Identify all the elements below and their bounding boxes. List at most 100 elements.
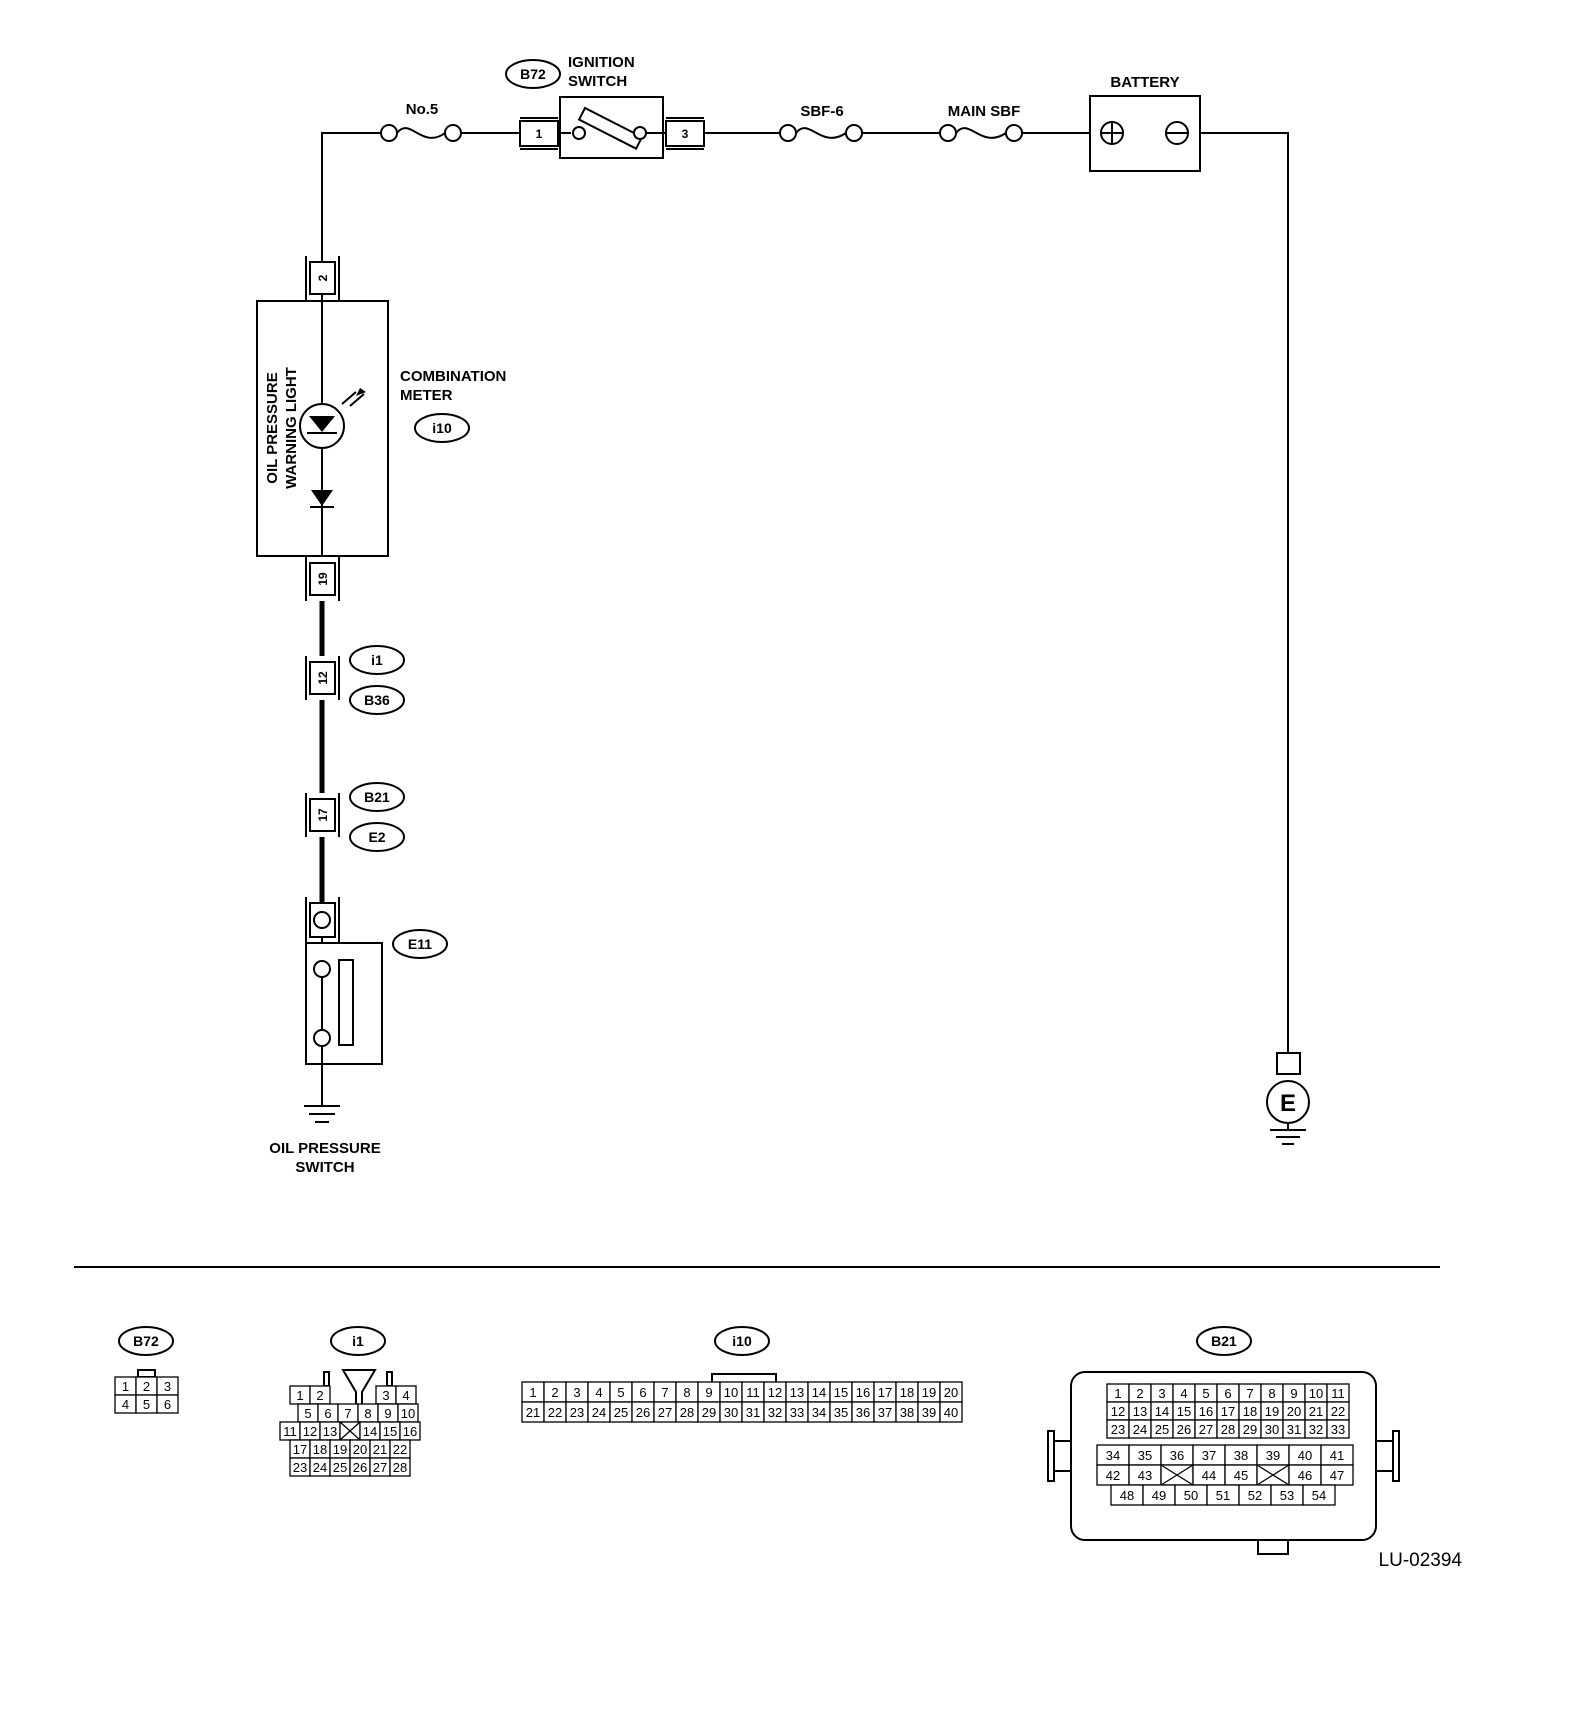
- face-b21-pin: 41: [1320, 1444, 1354, 1466]
- face-b21-pin: 17: [1216, 1401, 1240, 1421]
- pin-number: 19: [1265, 1404, 1279, 1419]
- face-i1-pin: 1: [289, 1385, 311, 1405]
- fuse-no5: No.5: [380, 101, 462, 142]
- face-b72-pin: 3: [156, 1376, 179, 1396]
- pin-number: 12: [303, 1424, 317, 1439]
- face-b21-pin: 10: [1304, 1383, 1328, 1403]
- face-i1-pin: 8: [357, 1403, 379, 1423]
- i10-tag-text: i10: [432, 420, 452, 436]
- pin-number: 40: [944, 1405, 958, 1420]
- face-i10-pin: 8: [675, 1381, 699, 1403]
- pin-number: 34: [1106, 1448, 1120, 1463]
- face-i1-pin: 18: [309, 1439, 331, 1459]
- face-b21-pin: 26: [1172, 1419, 1196, 1439]
- face-b21-pin: 52: [1238, 1484, 1272, 1506]
- warning-light-label-2: WARNING LIGHT: [283, 367, 300, 489]
- pin-number: 15: [1177, 1404, 1191, 1419]
- b72-tag: [505, 59, 561, 89]
- pin-number: 4: [1180, 1386, 1187, 1401]
- pin-number: 31: [1287, 1422, 1301, 1437]
- pin-number: 27: [1199, 1422, 1213, 1437]
- face-b21-pin: 44: [1192, 1464, 1226, 1486]
- combination-meter-label-1: COMBINATION: [400, 368, 506, 385]
- face-b21-pin: 18: [1238, 1401, 1262, 1421]
- pin-number: 21: [373, 1442, 387, 1457]
- pin-number: 36: [856, 1405, 870, 1420]
- pin-number: 30: [724, 1405, 738, 1420]
- pin-number: 35: [834, 1405, 848, 1420]
- pin-number: 52: [1248, 1488, 1262, 1503]
- face-i1-pin: 6: [317, 1403, 339, 1423]
- pin-number: 17: [878, 1385, 892, 1400]
- pin-number: 48: [1120, 1488, 1134, 1503]
- face-b21-pin: 6: [1216, 1383, 1240, 1403]
- pin-number: 32: [1309, 1422, 1323, 1437]
- pin-number: 8: [364, 1406, 371, 1421]
- face-i1-pin: 11: [279, 1421, 301, 1441]
- face-b21-pin: 49: [1142, 1484, 1176, 1506]
- face-i1-pin: 10: [397, 1403, 419, 1423]
- pin-number: 40: [1298, 1448, 1312, 1463]
- face-b21-pin: 43: [1128, 1464, 1162, 1486]
- pin-number: 1: [529, 1385, 536, 1400]
- face-i1-pin: 12: [299, 1421, 321, 1441]
- b72-tag-text: B72: [520, 66, 546, 82]
- face-i1-pin: 22: [389, 1439, 411, 1459]
- ignition-label-2: SWITCH: [568, 73, 627, 90]
- pin-number: 12: [1111, 1404, 1125, 1419]
- pin-number: 1: [122, 1379, 129, 1394]
- pin-number: 7: [1246, 1386, 1253, 1401]
- pin-number: 23: [1111, 1422, 1125, 1437]
- face-b21-pin: 32: [1304, 1419, 1328, 1439]
- e2-tag: E2: [368, 829, 385, 845]
- face-b21-pin: 37: [1192, 1444, 1226, 1466]
- face-i10-pin: 32: [763, 1401, 787, 1423]
- pin-number: 26: [353, 1460, 367, 1475]
- pin-number: 16: [403, 1424, 417, 1439]
- pin-number: 22: [393, 1442, 407, 1457]
- pin-number: 13: [790, 1385, 804, 1400]
- chassis-ground-e: E: [1266, 1052, 1310, 1145]
- ignition-pin-3: 3: [682, 127, 689, 141]
- face-b21-pin: 33: [1326, 1419, 1350, 1439]
- pin-number: 24: [1133, 1422, 1147, 1437]
- pin-number: 12: [768, 1385, 782, 1400]
- pin-number: 39: [922, 1405, 936, 1420]
- face-b21-pin: 25: [1150, 1419, 1174, 1439]
- pin-number: 18: [313, 1442, 327, 1457]
- face-b21-pin: 38: [1224, 1444, 1258, 1466]
- pin-number: 11: [746, 1385, 760, 1400]
- pin-number: 31: [746, 1405, 760, 1420]
- pin-number: 1: [296, 1388, 303, 1403]
- face-b21-pin: [1256, 1464, 1290, 1486]
- face-i1-pin: 3: [375, 1385, 397, 1405]
- pin-number: 13: [323, 1424, 337, 1439]
- face-i1-pin: 16: [399, 1421, 421, 1441]
- pin-number: 21: [1309, 1404, 1323, 1419]
- pin-number: 17: [293, 1442, 307, 1457]
- combination-meter: 2 OIL PRESSURE WARNING LIGHT 19 COMBINAT…: [256, 256, 506, 601]
- face-i10-pin: 23: [565, 1401, 589, 1423]
- face-b21-pin: 14: [1150, 1401, 1174, 1421]
- pin-number: 45: [1234, 1468, 1248, 1483]
- face-b21-pin: 31: [1282, 1419, 1306, 1439]
- ground-e-label: E: [1280, 1090, 1296, 1117]
- face-i10-pin: 9: [697, 1381, 721, 1403]
- pin-number: 16: [856, 1385, 870, 1400]
- b21-face-label: B21: [1211, 1333, 1237, 1349]
- pin-number: 18: [1243, 1404, 1257, 1419]
- pin-number: 37: [878, 1405, 892, 1420]
- face-i10-pin: 37: [873, 1401, 897, 1423]
- face-i1-pin: 2: [309, 1385, 331, 1405]
- pin-number: 4: [122, 1397, 129, 1412]
- face-i10-pin: 18: [895, 1381, 919, 1403]
- pin-number: 35: [1138, 1448, 1152, 1463]
- ignition-switch: 1 3 B72 IGNITION SWITCH: [505, 54, 705, 159]
- joint-connector-12: 12 i1 B36: [305, 645, 405, 715]
- pin-number: 3: [1158, 1386, 1165, 1401]
- face-i10-pin: 3: [565, 1381, 589, 1403]
- face-i10-pin: 10: [719, 1381, 743, 1403]
- figure-id: LU-02394: [1379, 1550, 1463, 1571]
